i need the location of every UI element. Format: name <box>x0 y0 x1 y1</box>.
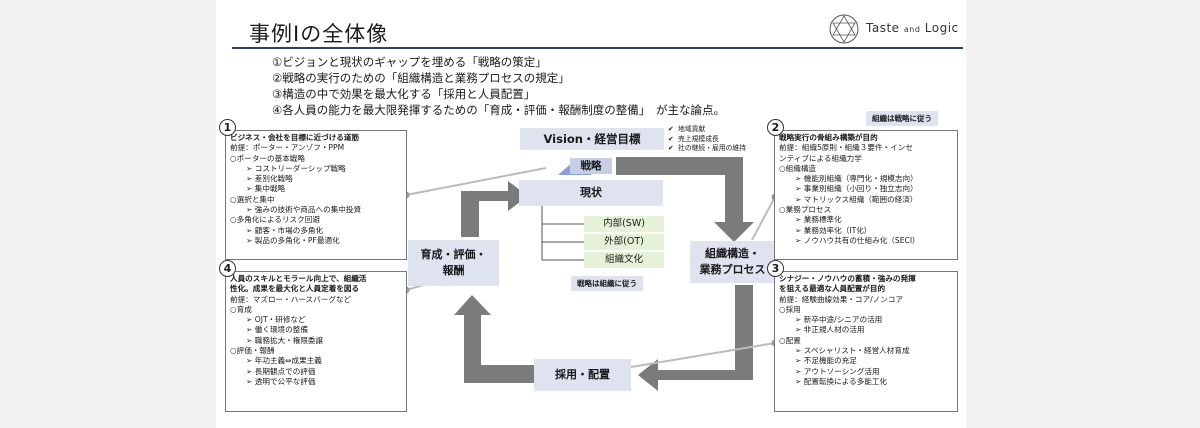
panel-hiring: シナジー・ノウハウの蓄積・強みの発揮を狙える最適な人員配置が目的前提：経験曲線効… <box>774 271 958 412</box>
panel-line: ➢ 業務効率化（IT化） <box>795 225 872 235</box>
panel-line: ➢ 強みの技術や商品への集中投資 <box>246 205 362 215</box>
panel-line: ○配置 <box>779 335 801 345</box>
strategy-label: 戦略 <box>570 158 612 174</box>
panel-organization: 戦略実行の骨組み構築が目的前提：組織5原則・組織３要件・インセンティブによる組織… <box>774 130 958 260</box>
diagram-arrows <box>402 157 779 391</box>
slide: 事例Ⅰの全体像 Taste and Logic ①ビジョンと現状のギャップを埋め… <box>216 0 966 428</box>
panel-line: 戦略実行の骨組み構築が目的 <box>779 133 878 142</box>
panel-line: ➢ 顧客・市場の多角化 <box>246 225 324 235</box>
current-state-box: 現状 <box>519 180 663 206</box>
logo: Taste and Logic <box>828 13 958 45</box>
intro-line: ①ビジョンと現状のギャップを埋める「戦略の策定」 <box>272 55 547 69</box>
vision-box: Vision・経営目標 <box>520 128 664 150</box>
panel-line: 人員のスキルとモラール向上で、組織活 <box>230 274 367 283</box>
panel-line: ➢ 不足機能の充足 <box>795 356 857 366</box>
check-item: ✔ 社の継続・雇用の維持 <box>668 144 746 154</box>
panel-line: ○育成 <box>230 304 252 314</box>
logo-text: Taste and Logic <box>866 21 959 35</box>
panel-development: 人員のスキルとモラール向上で、組織活性化。成果を最大化と人員定着を図る前提：マズ… <box>225 271 407 412</box>
panel-line: ➢ マトリックス組織（範囲の経済） <box>795 194 918 204</box>
intro-line: ②戦略の実行のための「組織構造と業務プロセスの規定」 <box>272 71 570 85</box>
panel-line: ○選択と集中 <box>230 194 275 204</box>
panel-lines: 戦略実行の骨組み構築が目的前提：組織5原則・組織３要件・インセンティブによる組織… <box>779 133 953 246</box>
logo-word-1: Taste <box>866 21 900 35</box>
panel-line: ○採用 <box>779 304 801 314</box>
panel-line: ➢ スペシャリスト・経営人材育成 <box>795 346 910 356</box>
check-item: ✔ 売上規模成長 <box>668 135 746 145</box>
panel-line: ➢ 働く環境の整備 <box>246 325 308 335</box>
panel-line: ➢ 透明で公平な評価 <box>246 376 316 386</box>
panel-lines: シナジー・ノウハウの蓄積・強みの発揮を狙える最適な人員配置が目的前提：経験曲線効… <box>779 274 953 387</box>
panel-number-3: 3 <box>767 260 784 277</box>
panel-line: ➢ OJT・研修など <box>246 315 306 325</box>
arrow-top-right <box>616 157 754 242</box>
arrow-left-top <box>461 181 528 237</box>
panel-lines: ビジネス・会社を目標に近づける道筋前提：ポーター・アンゾフ・PPM○ポーターの基… <box>230 133 402 246</box>
page-title: 事例Ⅰの全体像 <box>249 22 389 46</box>
check-item-label: 社の継続・雇用の維持 <box>678 144 746 152</box>
panel-line: 前提：マズロー・ハースバーグなど <box>230 294 352 304</box>
arrow-bottom-left <box>454 295 534 383</box>
panel-line: ○業務プロセス <box>779 205 832 215</box>
panel-line: ➢ 事業別組織（小回り・独立志向） <box>795 184 918 194</box>
current-tree-lines <box>541 206 584 261</box>
panel-line: ○多角化によるリスク回避 <box>230 215 320 225</box>
note-organization-follows-strategy: 組織は戦略に従う <box>866 111 938 126</box>
title-divider <box>232 47 963 49</box>
hiring-placement-box: 採用・配置 <box>534 359 631 391</box>
panel-line: ➢ 新卒中途/シニアの活用 <box>795 315 883 325</box>
panel-line: ビジネス・会社を目標に近づける道筋 <box>230 133 360 142</box>
panel-line: 性化。成果を最大化と人員定着を図る <box>230 284 360 294</box>
vision-goals-list: ✔ 地域貢献 ✔ 売上規模成長 ✔ 社の継続・雇用の維持 <box>668 125 746 154</box>
check-item: ✔ 地域貢献 <box>668 125 746 135</box>
arrow-right-bottom <box>638 285 753 391</box>
note-strategy-follows-organization: 戦略は組織に従う <box>571 276 643 291</box>
logo-icon <box>829 14 859 44</box>
panel-line: ➢ コストリーダーシップ戦略 <box>246 163 346 173</box>
panel-line: ○評価・報酬 <box>230 346 275 356</box>
panel-line: ンティブによる組織力学 <box>779 153 862 163</box>
panel-strategy: ビジネス・会社を目標に近づける道筋前提：ポーター・アンゾフ・PPM○ポーターの基… <box>225 130 407 260</box>
internal-sw-box: 内部(SW) <box>584 216 664 232</box>
panel-line: ➢ 非正規人材の活用 <box>795 325 865 335</box>
panel-line: 前提：ポーター・アンゾフ・PPM <box>230 143 345 153</box>
panel-line: 前提：経験曲線効果・コア/ノンコア <box>779 294 904 304</box>
logo-word-and: and <box>903 25 921 34</box>
panel-line: ➢ ノウハウ共有の仕組み化（SECI） <box>795 235 920 245</box>
panel-line: ➢ 職務拡大・権限委譲 <box>246 335 324 345</box>
intro-line: ③構造の中で効果を最大化する「採用と人員配置」 <box>272 87 536 101</box>
panel-lines: 人員のスキルとモラール向上で、組織活性化。成果を最大化と人員定着を図る前提：マズ… <box>230 274 402 387</box>
panel-line: ➢ 配置転換による多能工化 <box>795 376 888 386</box>
panel-line: 前提：組織5原則・組織３要件・インセ <box>779 143 913 153</box>
panel-connectors <box>405 167 776 368</box>
check-item-label: 地域貢献 <box>678 125 706 133</box>
logo-word-2: Logic <box>924 21 959 35</box>
check-icon: ✔ <box>668 125 674 133</box>
organization-process-box: 組織構造・ 業務プロセス <box>690 241 775 283</box>
check-item-label: 売上規模成長 <box>678 134 719 143</box>
intro-line: ④各人員の能力を最大限発揮するための「育成・評価・報酬制度の整備」 が主な論点。 <box>272 103 726 117</box>
panel-line: ○ポーターの基本戦略 <box>230 153 305 163</box>
panel-line: ➢ 業務標準化 <box>795 215 842 225</box>
panel-line: シナジー・ノウハウの蓄積・強みの発揮 <box>779 274 916 283</box>
external-ot-box: 外部(OT) <box>584 234 664 250</box>
panel-line: ➢ 製品の多角化・PF最適化 <box>246 235 340 245</box>
panel-number-4: 4 <box>219 260 236 277</box>
panel-line: を狙える最適な人員配置が目的 <box>779 284 886 294</box>
panel-line: ○組織構造 <box>779 163 817 173</box>
panel-number-1: 1 <box>219 119 236 136</box>
panel-line: ➢ 長期観点での評価 <box>246 366 316 376</box>
check-icon: ✔ <box>668 144 674 152</box>
culture-box: 組織文化 <box>584 252 664 268</box>
panel-line: ➢ 差別化戦略 <box>246 174 293 184</box>
check-icon: ✔ <box>668 134 674 143</box>
panel-line: ➢ 年功主義⇔成果主義 <box>246 356 322 366</box>
panel-line: ➢ 集中戦略 <box>246 184 286 194</box>
panel-line: ➢ アウトソーシング活用 <box>795 366 880 376</box>
development-evaluation-box: 育成・評価・ 報酬 <box>408 240 499 286</box>
panel-line: ➢ 機能別組織（専門化・規模志向） <box>795 174 918 184</box>
panel-number-2: 2 <box>767 119 784 136</box>
